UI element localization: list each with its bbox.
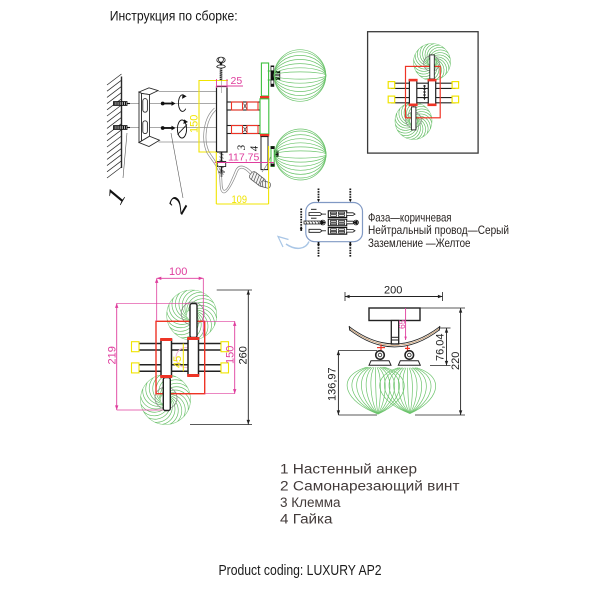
svg-text:4 Гайка: 4 Гайка	[280, 512, 333, 528]
svg-text:2 Самонарезающий винт: 2 Самонарезающий винт	[280, 478, 460, 494]
svg-text:Инструкция по сборке:: Инструкция по сборке:	[110, 8, 238, 23]
svg-text:150: 150	[225, 346, 237, 364]
svg-text:25: 25	[231, 75, 243, 87]
svg-text:200: 200	[384, 285, 402, 297]
svg-text:Фаза—коричневая: Фаза—коричневая	[368, 210, 452, 224]
svg-text:Заземление —Желтое: Заземление —Желтое	[368, 236, 471, 250]
svg-text:1 Настенный анкер: 1 Настенный анкер	[280, 462, 417, 478]
svg-text:220: 220	[450, 352, 462, 370]
svg-text:136,97: 136,97	[327, 367, 339, 401]
svg-text:Product coding: LUXURY AP2: Product coding: LUXURY AP2	[219, 563, 382, 579]
svg-text:3: 3	[236, 144, 249, 152]
svg-text:109: 109	[232, 194, 248, 206]
svg-text:4: 4	[249, 145, 261, 152]
svg-text:219: 219	[107, 346, 119, 364]
svg-text:65: 65	[397, 319, 407, 329]
svg-text:260: 260	[238, 346, 250, 364]
svg-text:100: 100	[169, 266, 187, 278]
svg-text:3 Клемма: 3 Клемма	[280, 495, 341, 511]
svg-text:45: 45	[172, 356, 184, 368]
svg-text:150: 150	[189, 115, 201, 133]
svg-text:76,04: 76,04	[435, 333, 447, 361]
svg-text:117,75: 117,75	[228, 152, 259, 164]
svg-text:Нейтральный провод—Серый: Нейтральный провод—Серый	[368, 223, 509, 237]
